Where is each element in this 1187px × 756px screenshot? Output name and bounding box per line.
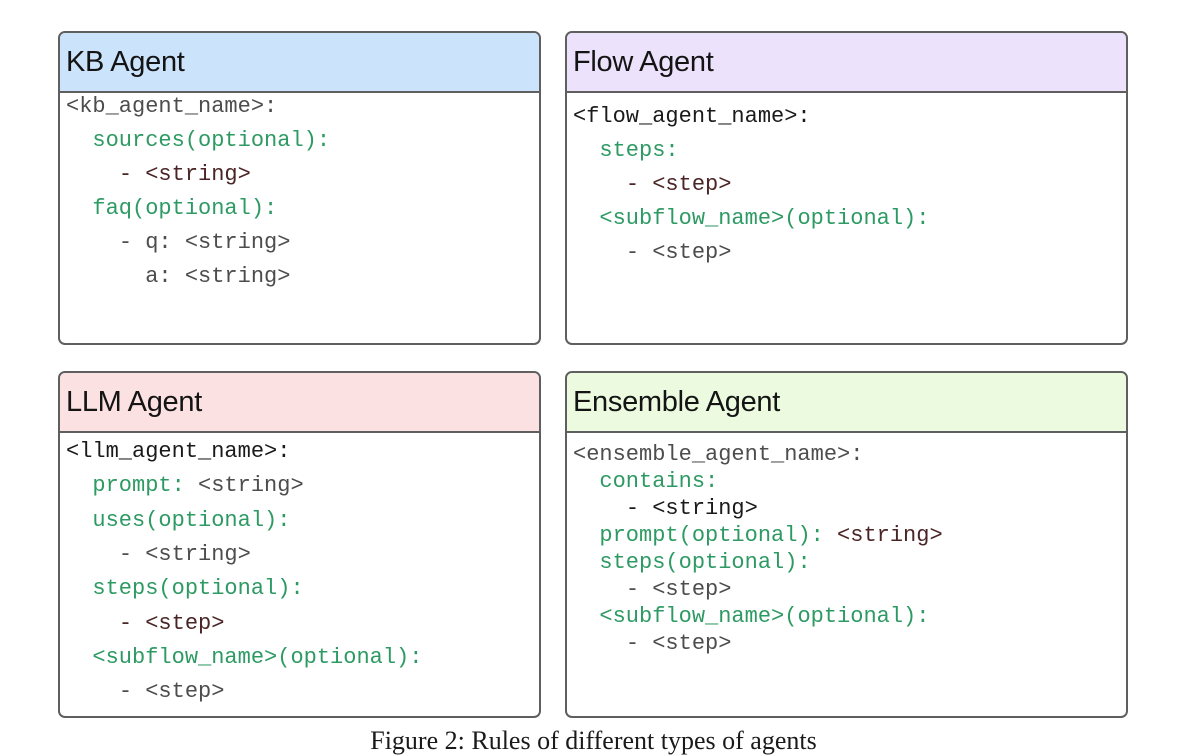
schema-value: <flow_agent_name>: [573, 104, 811, 129]
schema-key: contains: [599, 469, 719, 494]
schema-line: - q: <string> [66, 229, 291, 257]
schema-line: <subflow_name>(optional): [573, 205, 929, 233]
schema-value: a: <string> [145, 264, 291, 289]
schema-line: faq(optional): [66, 195, 277, 223]
schema-value: - <string> [118, 162, 251, 187]
schema-line: - <step> [573, 239, 732, 267]
schema-key: <subflow_name>(optional): [92, 644, 423, 670]
schema-value: - <step> [625, 631, 732, 656]
schema-line: <ensemble_agent_name>: [573, 441, 863, 469]
schema-line: prompt(optional): <string> [573, 522, 943, 550]
schema-value: - <step> [118, 610, 225, 636]
schema-line: <llm_agent_name>: [66, 438, 290, 466]
schema-key: steps: [599, 138, 679, 163]
schema-value: - <step> [118, 679, 225, 705]
llm-agent-header: LLM Agent [60, 373, 539, 433]
schema-value: <llm_agent_name>: [66, 439, 291, 464]
flow-agent-header: Flow Agent [567, 33, 1126, 93]
schema-line: - <step> [573, 576, 732, 604]
schema-value: - q: <string> [118, 230, 291, 255]
kb-agent-header: KB Agent [60, 33, 539, 93]
flow-agent-panel: Flow Agent <flow_agent_name>: steps: - <… [565, 31, 1128, 345]
kb-agent-panel: KB Agent <kb_agent_name>: sources(option… [58, 31, 541, 345]
schema-key: <subflow_name>(optional): [599, 604, 930, 629]
schema-value: - <string> [625, 496, 758, 521]
schema-key: <subflow_name>(optional): [599, 206, 930, 231]
schema-line: - <step> [573, 630, 732, 658]
schema-value: <string> [184, 473, 304, 499]
schema-value: - <step> [625, 172, 732, 197]
schema-key: prompt: [92, 473, 185, 499]
schema-line: a: <string> [66, 263, 290, 291]
schema-key: steps(optional): [599, 550, 811, 575]
schema-line: contains: [573, 468, 718, 496]
schema-value: <string> [823, 523, 943, 548]
schema-line: steps(optional): [573, 549, 811, 577]
schema-value: <kb_agent_name>: [66, 94, 278, 119]
schema-key: steps(optional): [92, 576, 304, 602]
schema-line: <subflow_name>(optional): [66, 644, 422, 672]
figure-caption: Figure 2: Rules of different types of ag… [370, 726, 817, 755]
schema-key: uses(optional): [92, 507, 291, 533]
schema-value: <ensemble_agent_name>: [573, 442, 864, 467]
schema-line: prompt: <string> [66, 472, 304, 500]
schema-line: sources(optional): [66, 127, 330, 155]
schema-line: <subflow_name>(optional): [573, 603, 929, 631]
schema-line: - <step> [66, 678, 225, 706]
schema-line: steps: [573, 137, 679, 165]
schema-line: - <step> [573, 171, 732, 199]
ensemble-agent-header: Ensemble Agent [567, 373, 1126, 433]
schema-value: - <step> [625, 577, 732, 602]
llm-agent-panel: LLM Agent <llm_agent_name>: prompt: <str… [58, 371, 541, 718]
ensemble-agent-panel: Ensemble Agent <ensemble_agent_name>: co… [565, 371, 1128, 718]
schema-line: - <string> [573, 495, 758, 523]
schema-key: sources(optional): [92, 128, 331, 153]
schema-line: <kb_agent_name>: [66, 93, 277, 121]
schema-line: - <string> [66, 541, 251, 569]
schema-line: steps(optional): [66, 575, 304, 603]
schema-value: - <step> [625, 240, 732, 265]
schema-key: faq(optional): [92, 196, 278, 221]
schema-value: - <string> [118, 541, 251, 567]
schema-line: - <string> [66, 161, 251, 189]
schema-line: <flow_agent_name>: [573, 103, 811, 131]
schema-line: uses(optional): [66, 507, 290, 535]
schema-line: - <step> [66, 610, 225, 638]
schema-key: prompt(optional): [599, 523, 824, 548]
